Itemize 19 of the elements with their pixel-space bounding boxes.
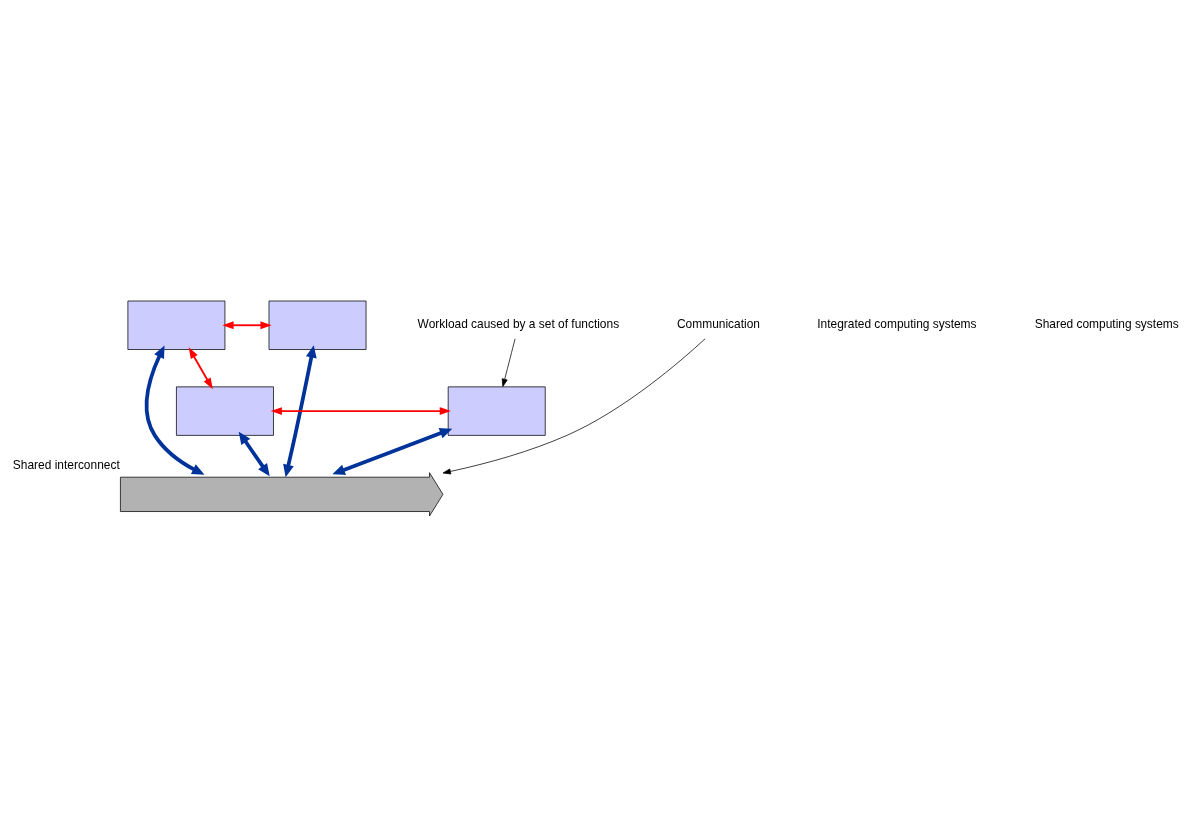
node-label: Shared interconnect [12, 457, 120, 472]
arrow [283, 345, 317, 478]
arrow [501, 338, 516, 387]
node-box [176, 386, 274, 436]
arrow [188, 347, 213, 390]
arrow [442, 338, 706, 475]
arrow [332, 428, 453, 475]
label: Integrated computing systems [817, 317, 977, 332]
label: Shared computing systems [1034, 317, 1179, 332]
arrow [270, 407, 451, 416]
node-box [268, 300, 367, 350]
node-arrow [120, 472, 444, 517]
node-box [447, 386, 546, 436]
node-text: Communication [676, 317, 760, 332]
arrow [222, 321, 272, 330]
node-text: Workload caused by a set of functions [417, 317, 620, 332]
arrow [238, 431, 270, 477]
arrow [144, 345, 205, 475]
node-box [127, 300, 226, 350]
